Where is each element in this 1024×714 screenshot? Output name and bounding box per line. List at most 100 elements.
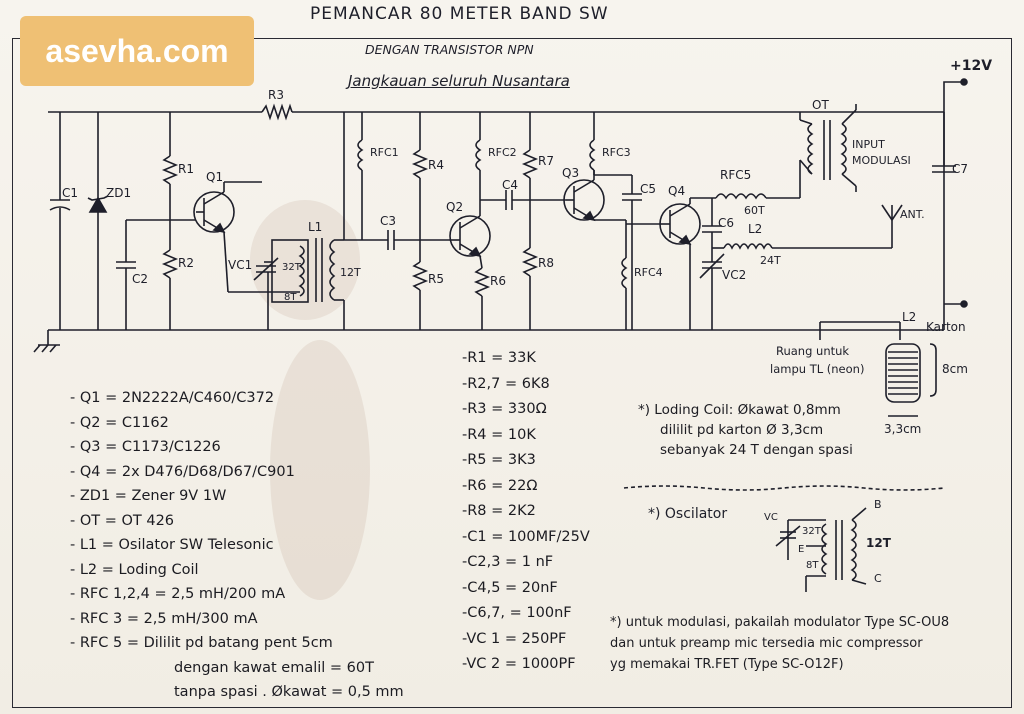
oscillator-title: *) Oscilator [648,506,728,522]
c4-label: C4 [502,178,519,192]
q2-label: Q2 [446,200,464,214]
supply-label: +12V [950,58,993,74]
r6-resistor [473,267,491,330]
list-item: -R3 = 330Ω [462,401,547,417]
list-item: -C2,3 = 1 nF [462,554,554,570]
c6-capacitor [702,198,722,248]
rfc2-label: RFC2 [488,146,517,159]
ot-transformer [799,104,857,192]
rfc4-label: RFC4 [634,266,663,279]
c5-capacitor [622,175,642,330]
vc2-label: VC2 [722,268,747,282]
note-line: *) Loding Coil: Økawat 0,8mm [638,402,841,418]
osc-8t-label: 8T [806,560,819,571]
list-item: - L1 = Osilator SW Telesonic [70,537,274,553]
list-item: -R2,7 = 6K8 [462,375,550,392]
brand-watermark: asevha.com [20,16,254,86]
vc1-label: VC1 [228,258,253,272]
r1-resistor [161,112,179,250]
r7-resistor [521,112,539,248]
rfc1-label: RFC1 [370,146,399,159]
q4-transistor [659,197,716,330]
values-list: -R1 = 33K -R2,7 = 6K8 -R3 = 330Ω -R4 = 1… [462,346,590,678]
bleed-through-smudge [270,340,370,600]
modulation-note: *) untuk modulasi, pakailah modulator Ty… [610,612,949,675]
list-item: - OT = OT 426 [70,512,175,529]
coil-ruang-label: Ruang untuk [776,344,850,358]
r5-resistor [411,261,429,330]
q1-transistor [193,181,300,293]
rfc1-choke [357,112,364,240]
q4-label: Q4 [668,184,686,198]
list-item: - Q2 = C1162 [70,414,169,431]
l1-32t-label: 32T [282,262,301,273]
modulasi-label: MODULASI [852,154,911,167]
list-item: -R6 = 22Ω [462,477,538,494]
l2-loading-coil [712,220,893,250]
list-item: -VC 2 = 1000PF [462,656,576,672]
osc-b-label: B [874,498,882,511]
page-subtitle-2: Jangkauan seluruh Nusantara [348,72,570,90]
list-item: -R5 = 3K3 [462,452,536,468]
c2-label: C2 [132,272,149,286]
c7-label: C7 [952,162,969,176]
list-item: -C1 = 100MF/25V [462,528,590,545]
l1-oscillator-coil [271,112,345,330]
coil-diameter-label: 3,3cm [884,422,922,436]
r1-label: R1 [178,162,194,176]
loding-coil-note: *) Loding Coil: Økawat 0,8mm dililit pd … [638,400,853,460]
list-item: -VC 1 = 250PF [462,630,567,647]
list-item: - Q3 = C1173/C1226 [70,439,221,455]
c4-capacitor [480,190,566,210]
c2-capacitor [116,219,170,330]
page-subtitle: DENGAN TRANSISTOR NPN [365,42,534,57]
r3-resistor [261,103,293,121]
q1-label: Q1 [206,170,224,184]
r3-label: R3 [268,88,284,102]
c1-label: C1 [62,186,79,200]
ground-symbol [33,330,60,353]
r4-label: R4 [428,158,444,172]
list-item: - Q1 = 2N2222A/C460/C372 [70,390,275,406]
c7-capacitor [932,112,956,173]
note-line: dan untuk preamp mic tersedia mic compre… [610,636,923,651]
list-item: tanpa spasi . Økawat = 0,5 mm [174,684,404,700]
c1-capacitor [49,112,71,330]
r4-resistor [411,112,429,262]
list-item: dengan kawat emalil = 60T [174,659,374,676]
r7-label: R7 [538,154,554,168]
r6-label: R6 [490,274,506,288]
c3-capacitor [344,230,450,250]
r8-label: R8 [538,256,554,270]
rfc2-choke [475,112,482,200]
l2-label: L2 [748,222,763,236]
c6-label: C6 [718,216,735,230]
rfc5-label: RFC5 [720,168,752,182]
list-item: -C4,5 = 20nF [462,579,558,596]
list-item: -C6,7, = 100nF [462,605,572,621]
list-item: -R8 = 2K2 [462,503,536,519]
note-line: *) untuk modulasi, pakailah modulator Ty… [610,615,950,630]
coil-height-label: 8cm [942,362,968,376]
rfc5-60t-label: 60T [744,204,765,217]
page-title: PEMANCAR 80 METER BAND SW [310,4,609,24]
rfc3-label: RFC3 [602,146,631,159]
l1-12t-label: 12T [340,266,361,279]
list-item: -R1 = 33K [462,350,536,366]
ot-label: OT [812,98,829,112]
zd1-label: ZD1 [106,186,132,200]
r8-resistor [521,247,539,330]
input-label: INPUT [852,138,885,151]
rfc5-choke [715,160,801,200]
osc-12t-label: 12T [866,536,891,550]
l2-24t-label: 24T [760,254,781,267]
r2-resistor [161,249,179,330]
note-line: dililit pd karton Ø 3,3cm [660,422,824,438]
note-line: yg memakai TR.FET (Type SC-O12F) [610,657,844,672]
c3-label: C3 [380,214,397,228]
list-item: - RFC 1,2,4 = 2,5 mH/200 mA [70,586,286,602]
ant-label: ANT. [900,208,925,221]
oscillator-sub-diagram [775,507,867,592]
c5-label: C5 [640,182,657,196]
osc-32t-label: 32T [802,526,821,537]
